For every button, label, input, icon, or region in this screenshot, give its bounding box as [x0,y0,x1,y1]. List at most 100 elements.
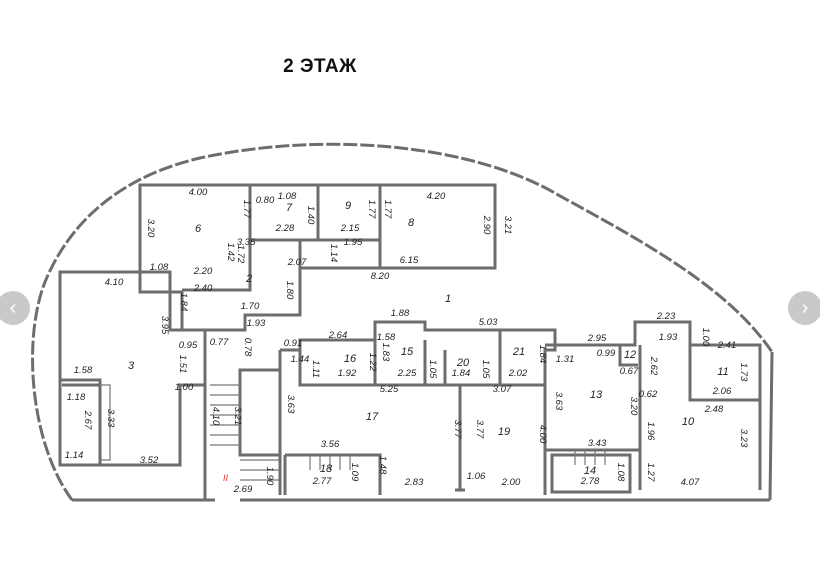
dimension-label: 0.95 [179,340,198,351]
dimension-label: 6.15 [400,255,419,266]
room-number: 15 [401,346,414,358]
dimension-label: 2.41 [717,340,737,351]
dimension-label: 2.90 [481,215,492,235]
dimension-label: 4.10 [105,277,124,288]
room-number: 21 [512,346,525,358]
dimension-label: 0.78 [242,338,253,357]
chevron-left-icon: ‹ [9,296,17,319]
dimension-label: 1.09 [349,463,360,482]
dimension-label: 1.84 [452,368,471,379]
dimension-label: 3.63 [285,395,296,414]
room-number: 1 [445,293,451,305]
dimension-label: 3.77 [474,420,485,439]
dimension-label: 3.07 [493,384,512,395]
dimension-label: 1.96 [645,422,656,441]
dimension-label: 1.27 [645,463,656,482]
dimension-label: 1.77 [366,200,377,219]
dimension-label: 2.64 [328,330,348,341]
dimension-label: 1.51 [177,355,188,374]
dimension-label: 4.20 [427,191,446,202]
dimension-label: 1.05 [480,360,491,379]
building-outline [31,142,774,502]
dimension-label: 4.10 [210,407,221,426]
room-number: 7 [286,202,293,214]
chevron-right-icon: › [801,296,809,319]
dimension-label: 2.78 [580,476,600,487]
dimension-label: 1.70 [241,301,260,312]
dimension-label: 2.25 [397,368,417,379]
dimension-label: 0.62 [639,389,658,400]
dimension-label: 1.90 [264,467,275,486]
dimension-label: 2.95 [587,333,607,344]
dimension-label: 1.77 [382,200,393,219]
dimension-label: 1.31 [556,354,575,365]
dimension-label: 5.03 [479,317,498,328]
dimension-label: 1.08 [150,262,169,273]
dimension-label: 0.77 [210,337,229,348]
dimension-label: 2.00 [501,477,521,488]
dimension-label: 1.14 [65,450,84,461]
dimension-label: 1.84 [537,345,548,364]
dimension-label: 3.35 [237,237,256,248]
dimension-label: 1.06 [467,471,486,482]
dimension-label: 1.92 [338,368,357,379]
dimension-label: 3.95 [159,316,170,335]
dimension-label: 3.23 [738,429,749,448]
dimension-label: 1.93 [247,318,266,329]
dimension-label: 1.14 [328,244,339,263]
dimension-label: 0.91 [284,338,303,349]
prev-image-button[interactable]: ‹ [0,291,30,325]
floor-title: 2 ЭТАЖ [283,56,357,77]
dimension-label: 2.15 [340,223,360,234]
dimension-label: 1.77 [241,200,252,219]
room-number: 10 [682,416,695,428]
room-number: 12 [624,349,636,361]
next-image-button[interactable]: › [788,291,820,325]
dimension-label: 8.20 [371,271,390,282]
dimension-label: 1.48 [377,456,388,475]
dimension-label: 3.52 [140,455,159,466]
dimension-label: 1.40 [305,206,316,225]
dimension-label: 1.72 [235,245,246,264]
dimension-label: 1.83 [380,343,391,362]
room-number: 14 [584,465,596,477]
room-number: 6 [195,223,202,235]
dimension-label: 3.20 [628,397,639,416]
dimension-label: 3.20 [145,219,156,238]
room-number: 9 [345,200,351,212]
dimension-label: 0.80 [256,195,275,206]
dimension-label: 0.67 [620,366,639,377]
dimension-label: 2.23 [656,311,676,322]
dimension-label: 4.07 [681,477,700,488]
dimension-label: 3.33 [105,409,116,428]
dimension-label: 1.00 [700,328,711,347]
dimension-label: 3.43 [588,438,607,449]
dimension-label: 2.06 [712,386,732,397]
dimension-label: 1.08 [278,191,297,202]
dimension-label: 5.25 [380,384,399,395]
dimension-label: 1.05 [427,360,438,379]
room-number: 13 [590,389,603,401]
dimension-label: 1.88 [391,308,410,319]
room-number: 11 [717,366,728,378]
dimension-label: 3.21 [232,407,243,426]
dimension-label: 3.63 [553,392,564,411]
dimension-label: 2.20 [193,266,213,277]
dimension-label: 1.73 [738,363,749,382]
room-number: 2 [245,273,252,285]
dimension-label: 1.58 [74,365,93,376]
walls [58,183,762,500]
dimension-label: 1.44 [291,354,310,365]
dimension-label: 2.40 [193,283,213,294]
dimension-label: 2.83 [404,477,424,488]
dimension-label: 2.77 [312,476,332,487]
dimension-label: 2.67 [82,410,93,430]
dimension-label: 1.11 [310,360,321,378]
room-number: 17 [366,411,379,423]
dimension-label: 1.22 [367,353,378,372]
room-number: 18 [320,463,333,475]
dimension-label: 1.93 [659,332,678,343]
room-number: 20 [456,357,470,369]
dimension-label: 4.00 [189,187,208,198]
